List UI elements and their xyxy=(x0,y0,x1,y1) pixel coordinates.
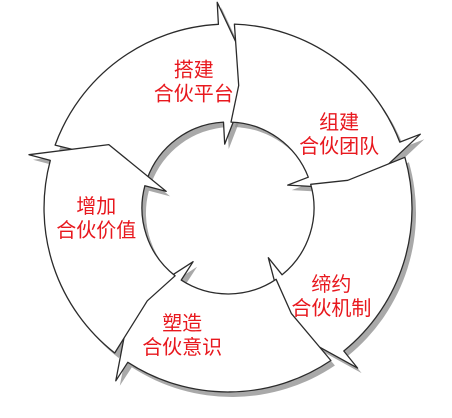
arrow-segment-5 xyxy=(28,143,176,354)
segment-label-line1: 缔约 xyxy=(311,272,351,296)
arrow-segment-3 xyxy=(267,156,413,369)
segment-label-line1: 搭建 xyxy=(174,58,214,82)
segment-label-4: 塑造合伙意识 xyxy=(142,311,222,359)
segment-label-line2: 合伙价值 xyxy=(56,218,136,242)
segment-label-3: 缔约合伙机制 xyxy=(291,272,371,320)
segment-label-line2: 合伙机制 xyxy=(291,296,371,320)
segment-label-line2: 合伙意识 xyxy=(142,335,222,359)
segment-label-line1: 组建 xyxy=(319,110,359,134)
arrow-segment-4 xyxy=(115,261,332,393)
segment-label-line1: 增加 xyxy=(76,194,116,218)
segment-label-line1: 塑造 xyxy=(162,311,202,335)
segment-label-5: 增加合伙价值 xyxy=(56,194,136,242)
segment-label-2: 组建合伙团队 xyxy=(299,110,379,158)
arrow-segment-1 xyxy=(54,1,253,180)
segment-label-line2: 合伙平台 xyxy=(154,82,234,106)
segment-label-1: 搭建合伙平台 xyxy=(154,58,234,106)
arrow-segments xyxy=(28,1,421,393)
segment-label-line2: 合伙团队 xyxy=(299,134,379,158)
arrow-segment-2 xyxy=(230,23,421,190)
